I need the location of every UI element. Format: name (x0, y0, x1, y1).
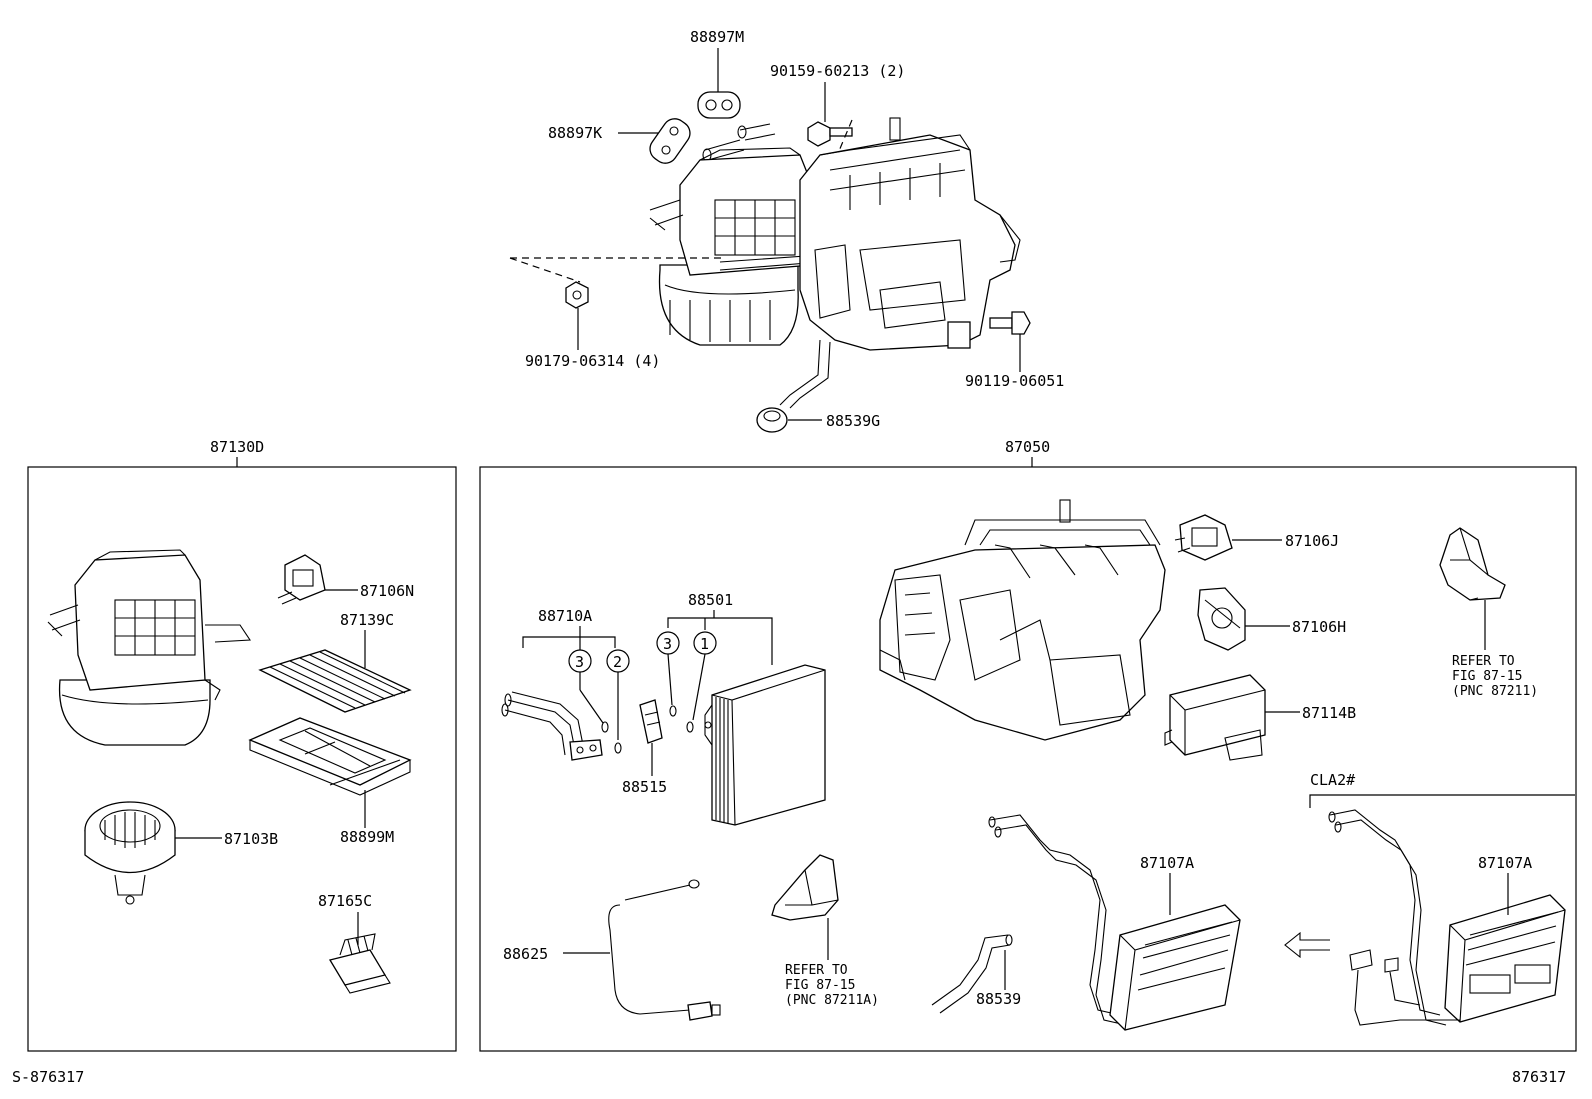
label-88710A: 88710A (538, 607, 592, 625)
footer-code-left: S-876317 (12, 1068, 84, 1086)
heater-core-87107A-left (988, 814, 1241, 1031)
box-87050: 87050 88710A 3 2 (479, 438, 1577, 1052)
filter-frame-88899M (248, 717, 412, 796)
duct-ref-87211A (771, 854, 839, 921)
evaporator-88501 (704, 664, 826, 826)
screw-90159 (807, 121, 853, 147)
label-87165C: 87165C (318, 892, 372, 910)
pipes-88710A (501, 691, 603, 761)
duct-ref-87211 (1439, 527, 1506, 601)
heater-case-87050 (879, 499, 1166, 741)
label-90179-06314: 90179-06314 (4) (525, 352, 660, 370)
svg-text:1: 1 (700, 635, 709, 653)
valve-88515 (639, 699, 663, 744)
pipe-stubs (702, 123, 776, 162)
label-87106H: 87106H (1292, 618, 1346, 636)
label-87107A-left: 87107A (1140, 854, 1194, 872)
label-88539: 88539 (976, 990, 1021, 1008)
label-87114B: 87114B (1302, 704, 1356, 722)
refer-87211A-line3: (PNC 87211A) (785, 993, 879, 1008)
svg-text:3: 3 (575, 653, 584, 671)
filter-87139C (258, 649, 412, 713)
label-90119-06051: 90119-06051 (965, 372, 1064, 390)
label-87103B: 87103B (224, 830, 278, 848)
main-case (799, 117, 1021, 351)
label-87139C: 87139C (340, 611, 394, 629)
label-87130D: 87130D (210, 438, 264, 456)
heater-core-87107A-right (1328, 809, 1566, 1026)
footer-code-right: 876317 (1512, 1068, 1566, 1086)
hose-88539 (931, 934, 1013, 1014)
label-87050: 87050 (1005, 438, 1050, 456)
refer-87211-line2: FIG 87-15 (1452, 669, 1522, 684)
label-88501: 88501 (688, 591, 733, 609)
circle-1: 1 (693, 631, 717, 655)
grommet-88539G (756, 407, 788, 433)
main-blower-housing (649, 147, 821, 346)
grommet-88897K (649, 118, 691, 164)
refer-87211-line1: REFER TO (1452, 654, 1515, 669)
label-88897K: 88897K (548, 124, 602, 142)
label-CLA2: CLA2# (1310, 771, 1355, 789)
label-88625: 88625 (503, 945, 548, 963)
label-88515: 88515 (622, 778, 667, 796)
label-90159-60213: 90159-60213 (2) (770, 62, 905, 80)
refer-87211-line3: (PNC 87211) (1452, 684, 1538, 699)
label-87106J: 87106J (1285, 532, 1339, 550)
servo-87106H (1197, 587, 1246, 651)
label-87107A-right: 87107A (1478, 854, 1532, 872)
label-88539G: 88539G (826, 412, 880, 430)
sensor-88625 (608, 879, 721, 1021)
bolt-90119 (989, 311, 1031, 335)
svg-text:3: 3 (663, 635, 672, 653)
circle-3b: 3 (656, 631, 680, 655)
servo-87106J (1174, 514, 1233, 561)
resistor-87165C (328, 933, 391, 994)
grommet-88897M (697, 91, 741, 119)
arrow-left-icon (1284, 931, 1330, 959)
refer-87211A-line1: REFER TO (785, 963, 848, 978)
label-87106N: 87106N (360, 582, 414, 600)
nut-90179 (565, 281, 589, 309)
box-87130D: 87130D 87106N 87139C (27, 438, 457, 1052)
circle-3a: 3 (568, 649, 592, 673)
blower-motor-87103B (84, 801, 176, 905)
blower-unit-87130D (47, 549, 251, 746)
svg-text:2: 2 (613, 653, 622, 671)
circle-2: 2 (606, 649, 630, 673)
refer-87211A-line2: FIG 87-15 (785, 978, 855, 993)
label-88899M: 88899M (340, 828, 394, 846)
label-88897M: 88897M (690, 28, 744, 46)
top-assembly: 88897M 88897K 90159-60213 (2) (509, 28, 1064, 433)
duct-87114B (1164, 674, 1266, 761)
servo-87106N (277, 554, 326, 605)
